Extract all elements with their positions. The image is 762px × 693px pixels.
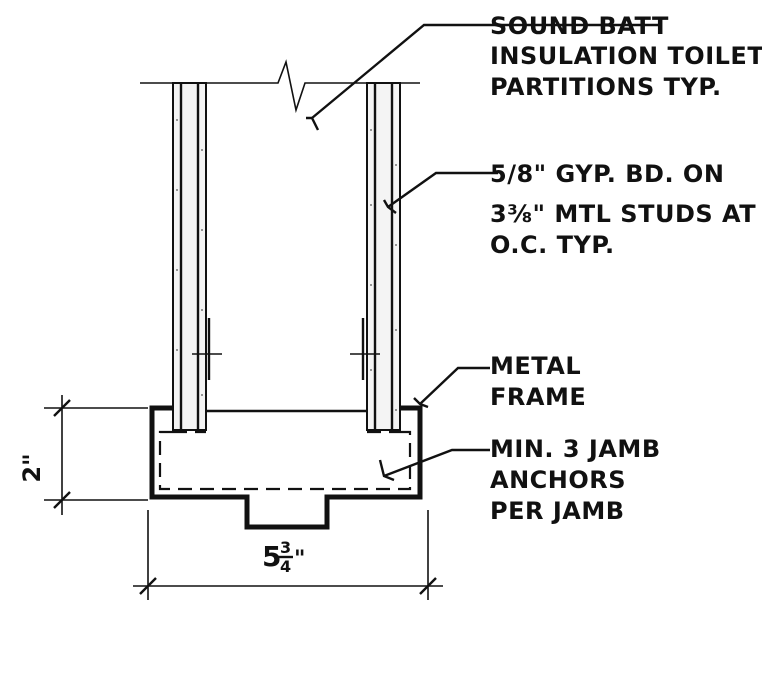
metal-frame [149,405,423,530]
depth-dimension: 2" [18,395,148,515]
leader-sound-batt [306,23,660,131]
right-stud-wall [366,82,401,431]
width-numerator-text: 3 [280,538,291,557]
label-sound-batt-2: INSULATION TOILET [490,42,762,70]
left-stud-wall [172,82,207,431]
label-jamb-anchors-3: PER JAMB [490,497,625,525]
leader-gyp-board [382,171,498,214]
gypsum-texture [176,119,397,411]
label-metal-frame-2: FRAME [490,383,586,411]
depth-dimension-text: 2" [18,453,46,482]
label-sound-batt-3: PARTITIONS TYP. [490,73,722,101]
leader-jamb-anchors [378,448,490,482]
label-jamb-anchors-2: ANCHORS [490,466,626,494]
width-whole-text: 5 [262,540,281,573]
leader-metal-frame [413,366,490,409]
label-metal-frame-1: METAL [490,352,581,380]
label-sound-batt-1: SOUND BATT [490,12,669,40]
width-inch-mark: " [294,547,305,572]
label-gyp-board-1: 5/8" GYP. BD. ON [490,160,724,188]
anchor-ticks [192,318,380,380]
break-line [140,59,420,114]
width-denominator-text: 4 [280,557,291,576]
width-dimension: 5 3 4 " [133,510,443,600]
label-gyp-board-3: O.C. TYP. [490,231,615,259]
frame-liner [158,430,412,491]
label-jamb-anchors-1: MIN. 3 JAMB [490,435,661,463]
label-gyp-board-2: 3⅜" MTL STUDS AT [490,200,756,228]
